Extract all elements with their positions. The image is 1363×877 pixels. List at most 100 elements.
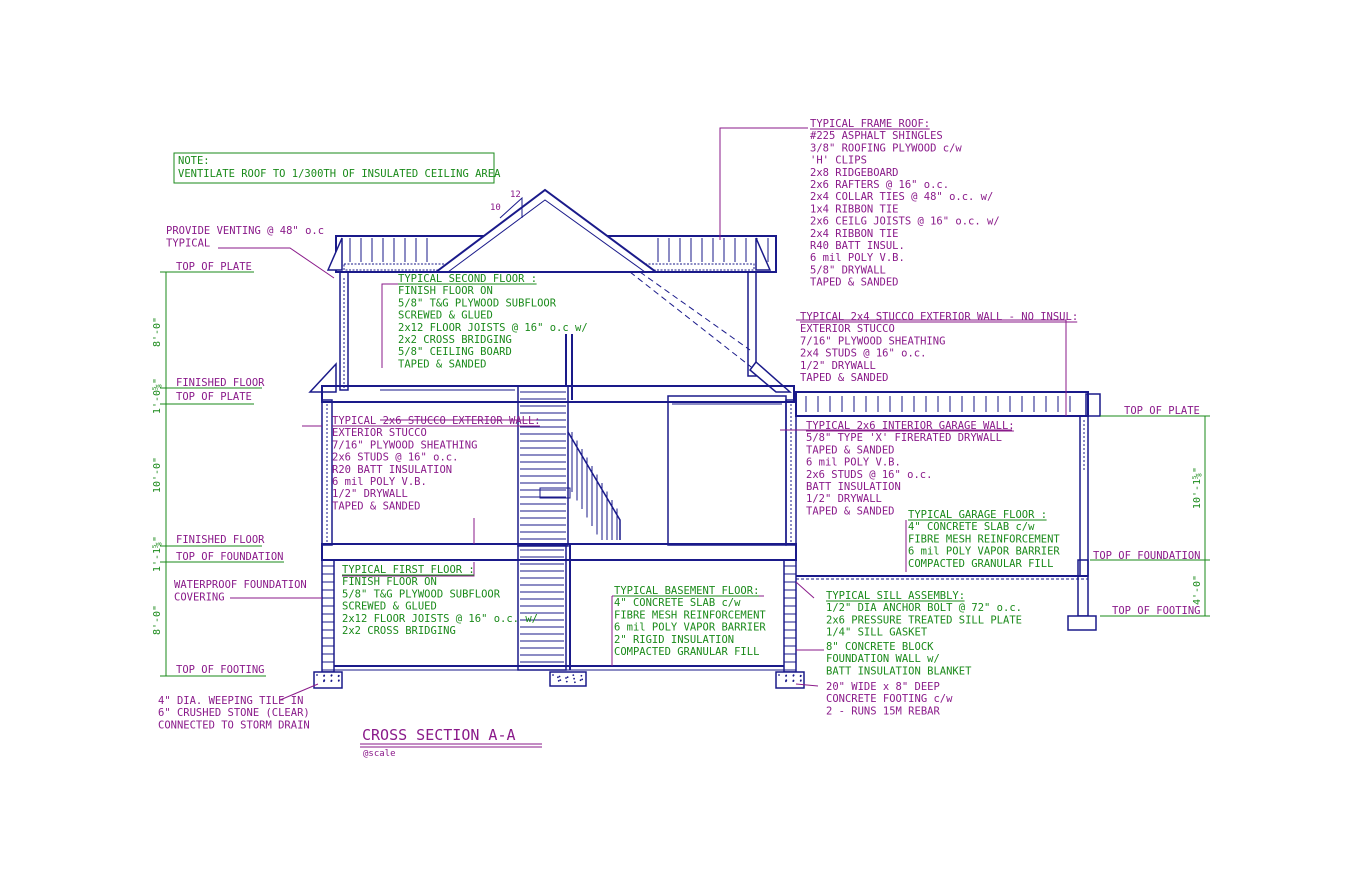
roof-line-8: 1x4 RIBBON TIE	[810, 203, 899, 215]
basement-left-wall	[321, 559, 335, 673]
footing-aggregate	[785, 675, 787, 677]
footing-aggregate	[581, 678, 584, 681]
sill-line-2: 1/2" DIA ANCHOR BOLT @ 72" o.c.	[826, 602, 1022, 614]
footing-left	[313, 671, 343, 689]
garage-wall-line-8: TAPED & SANDED	[806, 505, 895, 517]
second-floor-notes: TYPICAL SECOND FLOOR :FINISH FLOOR ON5/8…	[398, 273, 588, 370]
roof-line-7: 2x4 COLLAR TIES @ 48" o.c. w/	[810, 191, 993, 203]
footing-aggregate	[580, 674, 583, 677]
sill-line-1: TYPICAL SILL ASSEMBLY:	[826, 590, 965, 602]
ext-wall-line-3: 7/16" PLYWOOD SHEATHING	[332, 439, 477, 451]
roof-line-4: 'H' CLIPS	[810, 155, 867, 167]
second-floor-band	[321, 385, 795, 403]
garage-wall-line-3: TAPED & SANDED	[806, 444, 895, 456]
garage-wall-line-2: 5/8" TYPE 'X' FIRERATED DRYWALL	[806, 432, 1002, 444]
roof-line-9: 2x6 CEILG JOISTS @ 16" o.c. w/	[810, 216, 1000, 228]
basement-right-wall	[783, 559, 797, 673]
stair-landing	[539, 487, 571, 499]
basement-floor-line-2: 4" CONCRETE SLAB c/w	[614, 597, 741, 609]
footing-aggregate	[323, 680, 325, 683]
garage-fascia	[1085, 393, 1101, 417]
dim-upper-wall: 8'-0"	[152, 317, 163, 347]
garage-floor-line-3: FIBRE MESH REINFORCEMENT	[908, 533, 1060, 545]
basement-floor-notes: TYPICAL BASEMENT FLOOR:4" CONCRETE SLAB …	[614, 585, 766, 658]
second-floor-line-4: SCREWED & GLUED	[398, 310, 493, 322]
block-wall-line-1: 8" CONCRETE BLOCK	[826, 641, 934, 653]
roof-line-10: 2x4 RIBBON TIE	[810, 228, 899, 240]
block-wall-line-3: BATT INSULATION BLANKET	[826, 665, 972, 677]
first-floor-line-4: SCREWED & GLUED	[342, 601, 437, 613]
garage-roof-band	[795, 391, 1089, 417]
garage-floor-notes: TYPICAL GARAGE FLOOR :4" CONCRETE SLAB c…	[908, 509, 1060, 570]
dim-garage-wall: 10'-1⅝"	[1191, 467, 1203, 509]
building-section: 10 12	[308, 188, 1101, 689]
roof-line-2: #225 ASPHALT SHINGLES	[810, 130, 943, 142]
dim-main-floor: 1'-1⅝"	[151, 536, 163, 572]
footing-aggregate	[557, 680, 560, 682]
level-finished-floor-upper: FINISHED FLOOR	[176, 377, 265, 389]
roof-rafters	[349, 238, 769, 262]
second-floor-line-2: FINISH FLOOR ON	[398, 285, 493, 297]
second-floor-line-5: 2x12 FLOOR JOISTS @ 16" o.c w/	[398, 322, 588, 334]
dim-garage-foundation: 4'-0"	[1192, 575, 1203, 605]
ext-wall-line-1: TYPICAL 2x6 STUCCO EXTERIOR WALL:	[332, 415, 541, 427]
weeping-line-2: 6" CRUSHED STONE (CLEAR)	[158, 707, 310, 719]
garage-footing	[1067, 615, 1097, 631]
garage-wall-line-4: 6 mil POLY V.B.	[806, 457, 901, 469]
roof-gable	[433, 188, 660, 273]
dim-basement-wall: 8'-0"	[152, 605, 163, 635]
drawing-scale: @scale	[363, 749, 396, 759]
note-line-1: NOTE:	[178, 155, 210, 167]
level-top-of-plate-lower: TOP OF PLATE	[176, 391, 252, 403]
level-garage-top-of-footing: TOP OF FOOTING	[1112, 605, 1201, 617]
roof-line-12: 6 mil POLY V.B.	[810, 252, 905, 264]
footing-line-1: 20" WIDE x 8" DEEP	[826, 681, 940, 693]
roof-hidden-line	[629, 271, 756, 371]
sill-notes: TYPICAL SILL ASSEMBLY:1/2" DIA ANCHOR BO…	[826, 590, 1022, 639]
footing-aggregate	[572, 674, 575, 676]
pitch-rise: 10	[490, 203, 501, 213]
footing-line-2: CONCRETE FOOTING c/w	[826, 693, 953, 705]
stucco-wall-notes: TYPICAL 2x4 STUCCO EXTERIOR WALL - NO IN…	[800, 311, 1078, 384]
stucco-wall-line-5: 1/2" DRYWALL	[800, 360, 876, 372]
garage-floor-line-4: 6 mil POLY VAPOR BARRIER	[908, 546, 1060, 558]
footing-aggregate	[557, 676, 559, 679]
right-eave	[755, 237, 772, 271]
roof-line-11: R40 BATT INSUL.	[810, 240, 905, 252]
weeping-line-3: CONNECTED TO STORM DRAIN	[158, 719, 310, 731]
exterior-wall-notes: TYPICAL 2x6 STUCCO EXTERIOR WALL:EXTERIO…	[332, 415, 541, 512]
footing-aggregate	[565, 680, 568, 683]
ext-wall-line-4: 2x6 STUDS @ 16" o.c.	[332, 452, 458, 464]
footing-aggregate	[316, 674, 318, 676]
second-floor-line-6: 2x2 CROSS BRIDGING	[398, 334, 512, 346]
roof-hidden-line-2	[639, 271, 751, 351]
lower-roof-right	[748, 360, 792, 393]
upper-right-wall	[747, 271, 757, 377]
first-floor-line-3: 5/8" T&G PLYWOOD SUBFLOOR	[342, 588, 501, 600]
footing-aggregate	[573, 677, 575, 680]
footing-aggregate	[337, 675, 340, 678]
stucco-wall-line-2: EXTERIOR STUCCO	[800, 323, 895, 335]
footing-aggregate	[778, 674, 780, 676]
level-garage-top-of-foundation: TOP OF FOUNDATION	[1093, 550, 1200, 562]
stair-lower-treads	[520, 549, 564, 663]
pitch-triangle	[499, 196, 523, 219]
ext-wall-line-2: EXTERIOR STUCCO	[332, 427, 427, 439]
garage-wall-line-6: BATT INSULATION	[806, 481, 901, 493]
footing-aggregate	[799, 675, 802, 678]
footing-aggregate	[330, 674, 333, 677]
first-floor-notes: TYPICAL FIRST FLOOR :FINISH FLOOR ON5/8"…	[342, 564, 538, 637]
sill-line-4: 1/4" SILL GASKET	[826, 627, 928, 639]
stair-upper-treads	[520, 391, 566, 540]
roof-line-14: TAPED & SANDED	[810, 277, 899, 289]
dim-upper-floor: 1'-0⅝"	[151, 378, 163, 414]
stair-lower	[517, 544, 571, 671]
garage-floor-line-5: COMPACTED GRANULAR FILL	[908, 558, 1053, 570]
footing-aggregate	[799, 680, 802, 682]
sill-line-3: 2x6 PRESSURE TREATED SILL PLATE	[826, 614, 1022, 626]
roof-line-13: 5/8" DRYWALL	[810, 264, 886, 276]
stair-upper-stringer	[517, 385, 569, 547]
stair-upper	[517, 334, 621, 547]
